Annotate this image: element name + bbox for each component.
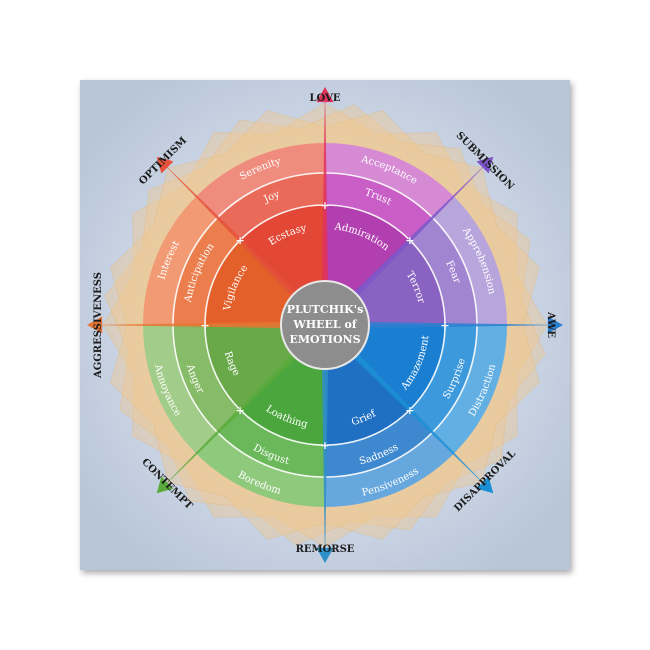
dyad-label-aggressiveness: AGGRESSIVENESS — [93, 272, 104, 379]
plus-markers: + + + + + + + + — [200, 199, 449, 452]
dyad-arrow-disapproval — [350, 350, 494, 494]
sector-basic-trust — [325, 173, 433, 241]
sector-mild-apprehension — [432, 196, 507, 325]
dyad-arrowhead — [87, 316, 103, 334]
dyad-arrow-remorse — [321, 364, 329, 563]
sector-intense-rage — [205, 325, 294, 410]
dyad-arrow-submission — [350, 156, 494, 300]
sector-mild-annoyance — [143, 325, 218, 454]
sector-mild-serenity — [196, 143, 325, 218]
dyad-arrowhead — [316, 547, 334, 563]
dyad-arrowhead — [547, 316, 563, 334]
dyad-arrowhead — [476, 156, 494, 174]
sector-mild-pensiveness — [325, 432, 454, 507]
dyad-arrow-love — [321, 87, 329, 286]
sector-basic-sadness — [325, 409, 433, 477]
sector-intense-amazement — [356, 325, 445, 410]
sector-intense-ecstasy — [240, 205, 325, 294]
sector-intense-terror — [356, 240, 445, 325]
sector-basic-anticipation — [173, 217, 241, 325]
plus-marker: + — [236, 234, 245, 247]
sector-basic-disgust — [217, 409, 325, 477]
dyad-arrowhead — [316, 87, 334, 103]
sector-mild-acceptance — [325, 143, 454, 218]
center-disc — [280, 280, 370, 370]
dyad-arrow-aggressiveness — [87, 321, 286, 329]
plus-marker: + — [405, 404, 414, 417]
plus-marker: + — [236, 404, 245, 417]
sector-intense-admiration — [325, 205, 410, 294]
center-title-line3: EMOTIONS — [289, 333, 360, 346]
plus-marker: + — [405, 234, 414, 247]
sector-intense-vigilance — [205, 240, 294, 325]
dyad-arrowhead — [156, 156, 174, 174]
dyad-arrow-awe — [364, 321, 563, 329]
sector-mild-interest — [143, 196, 218, 325]
dyad-label-awe: AWE — [545, 311, 556, 338]
dyad-arrows — [87, 87, 563, 563]
sector-mild-boredom — [196, 432, 325, 507]
sector-basic-surprise — [409, 325, 477, 433]
sector-basic-fear — [409, 217, 477, 325]
sector-basic-anger — [173, 325, 241, 433]
plus-marker: + — [320, 439, 329, 452]
dyad-label-remorse: REMORSE — [296, 544, 355, 555]
sector-intense-grief — [325, 356, 410, 445]
emotion-sectors — [143, 143, 507, 507]
dyad-arrow-optimism — [156, 156, 300, 300]
plus-marker: + — [320, 199, 329, 212]
sector-basic-joy — [217, 173, 325, 241]
dyad-arrowhead — [156, 476, 174, 494]
sector-intense-loathing — [240, 356, 325, 445]
center-title-line1: PLUTCHIK's — [287, 303, 364, 316]
dyad-arrow-contempt — [156, 350, 300, 494]
plus-marker: + — [200, 319, 209, 332]
dyad-arrowhead — [476, 476, 494, 494]
sector-mild-distraction — [432, 325, 507, 454]
dyad-label-love: LOVE — [310, 93, 341, 104]
center-title-line2: WHEEL of — [292, 318, 357, 331]
plus-marker: + — [440, 319, 449, 332]
